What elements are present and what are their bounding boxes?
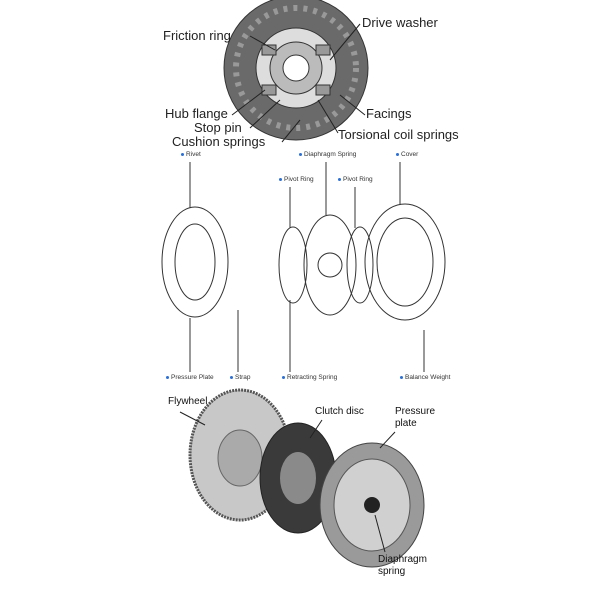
label-flywheel: Flywheel: [168, 396, 208, 407]
label-hub-flange: Hub flange: [165, 106, 228, 121]
label-pivot-ring-1: Pivot Ring: [279, 176, 314, 183]
label-pressure-plate: Pressure Plate: [166, 374, 214, 381]
label-torsional-coil-springs: Torsional coil springs: [338, 127, 459, 142]
label-facings: Facings: [366, 106, 412, 121]
label-drive-washer: Drive washer: [362, 15, 438, 30]
exploded-view: [161, 162, 446, 372]
label-balance-weight: Balance Weight: [400, 374, 450, 381]
top-leader-lines: [231, 23, 366, 143]
label-strap: Strap: [230, 374, 251, 381]
clutch-disc-illustration: [223, 0, 369, 141]
label-diaphragm-spring-assembly: Diaphragm spring: [378, 554, 427, 578]
label-stop-pin: Stop pin: [194, 120, 242, 135]
label-line-2: plate: [395, 418, 417, 429]
label-retracting-spring: Retracting Spring: [282, 374, 337, 381]
label-line-2: spring: [378, 566, 406, 577]
label-friction-ring: Friction ring: [163, 28, 231, 43]
label-cover: Cover: [396, 151, 418, 158]
label-pivot-ring-2: Pivot Ring: [338, 176, 373, 183]
label-clutch-disc: Clutch disc: [315, 406, 364, 417]
label-cushion-springs: Cushion springs: [172, 134, 266, 149]
label-pressure-plate-assembly: Pressure plate: [395, 406, 435, 430]
label-diaphragm-spring: Diaphragm Spring: [299, 151, 356, 158]
label-line-1: Diaphragm: [378, 554, 427, 565]
label-rivet: Rivet: [181, 151, 201, 158]
label-line-1: Pressure: [395, 406, 436, 417]
assembly-view: [179, 388, 425, 568]
